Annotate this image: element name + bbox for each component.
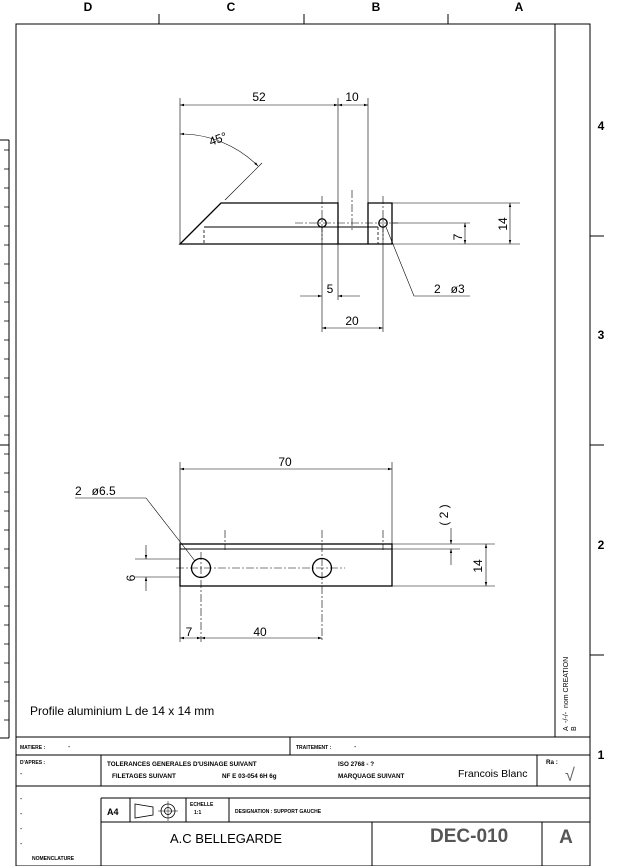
left-ruler [0, 139, 10, 739]
column-label-a: A [515, 0, 524, 14]
row-label-2: 2 [598, 538, 605, 552]
title-block-text: MATIERE : - TRAITEMENT : - D'APRES : - T… [20, 744, 575, 862]
dim-holes-6-5: 2 ø6.5 [75, 484, 116, 498]
revision-b: B [571, 726, 578, 731]
dim-40: 40 [253, 625, 267, 639]
column-label-b: B [372, 0, 381, 14]
matiere-value: - [68, 744, 71, 751]
dim-20: 20 [345, 314, 359, 328]
column-label-c: C [227, 0, 236, 14]
dim-7-bottom: 7 [186, 625, 193, 639]
marquage-label: MARQUAGE SUIVANT [338, 773, 405, 780]
bottom-view-dimension-lines [75, 462, 495, 642]
dim-holes-3: 2 ø3 [434, 282, 465, 296]
dim-45-deg: 45° [207, 129, 229, 148]
row-label-3: 3 [598, 328, 605, 342]
dim-7: 7 [451, 233, 465, 240]
top-view-part [178, 202, 393, 245]
row-label-1: 1 [598, 748, 605, 762]
row-ticks [590, 235, 604, 656]
author-name: Francois Blanc [458, 768, 527, 780]
dim-10: 10 [345, 90, 359, 104]
tolerances-label: TOLERANCES GENERALES D'USINAGE SUIVANT [107, 761, 257, 768]
bottom-view-part [179, 543, 393, 587]
dim-6: 6 [124, 574, 138, 581]
row-labels: 4 3 2 1 [598, 119, 605, 762]
ra-symbol: √ [565, 765, 575, 785]
dim-14-bottom: 14 [471, 559, 485, 573]
designation: DESIGNATION : SUPPORT GAUCHE [235, 809, 322, 815]
title-block-lines [16, 736, 590, 866]
top-view-hidden-lines [203, 227, 379, 244]
dim-5: 5 [327, 282, 334, 296]
nomenclature-label: NOMENCLATURE [32, 856, 75, 862]
traitement-label: TRAITEMENT : [296, 745, 332, 751]
echelle-value: 1:1 [194, 810, 201, 816]
nomenclature-dash-3: - [20, 826, 23, 833]
filetages-value: NF E 03-054 6H 6g [222, 773, 277, 780]
column-ticks [158, 14, 449, 24]
format-label: A4 [107, 807, 119, 817]
filetages-label: FILETAGES SUIVANT [112, 773, 176, 780]
traitement-value: - [354, 744, 357, 751]
projection-symbol-icon [134, 801, 178, 821]
bottom-view-centerlines [176, 530, 384, 642]
nomenclature-dash-1: - [20, 796, 23, 803]
company-name: A.C BELLEGARDE [170, 831, 282, 846]
nomenclature-dash-2: - [20, 811, 23, 818]
revision-strip: A -/-/- nom CREATION B [563, 657, 578, 731]
row-label-4: 4 [598, 119, 605, 133]
top-view-dimension-text: 52 10 45° 14 7 5 20 2 ø3 [207, 90, 510, 328]
top-view-centerlines [295, 190, 398, 240]
dim-14-top: 14 [496, 217, 510, 231]
revision-entry: A -/-/- nom CREATION [563, 657, 570, 731]
echelle-label: ECHELLE [190, 802, 214, 808]
sheet-frame [15, 23, 591, 866]
drawing-number: DEC-010 [430, 826, 508, 847]
ruler-ticks [4, 149, 9, 721]
bottom-view-dimension-text: 70 2 ø6.5 ( 2 ) 14 6 7 40 [75, 455, 485, 639]
dapres-label: D'APRES : [20, 760, 45, 766]
revision-letter: A [559, 827, 573, 848]
column-labels: D C B A [84, 0, 524, 14]
nomenclature-dash-4: - [20, 841, 23, 848]
dim-52: 52 [252, 90, 266, 104]
matiere-label: MATIERE : [20, 745, 46, 751]
top-view-dimension-lines [179, 98, 520, 332]
dapres-value: - [20, 771, 23, 778]
tolerances-value: ISO 2768 - ? [338, 761, 374, 768]
dim-70: 70 [278, 455, 292, 469]
ra-label: Ra : [546, 759, 558, 766]
material-note: Profile aluminium L de 14 x 14 mm [30, 704, 214, 718]
dim-2-ref: ( 2 ) [437, 504, 451, 525]
column-label-d: D [84, 0, 93, 14]
